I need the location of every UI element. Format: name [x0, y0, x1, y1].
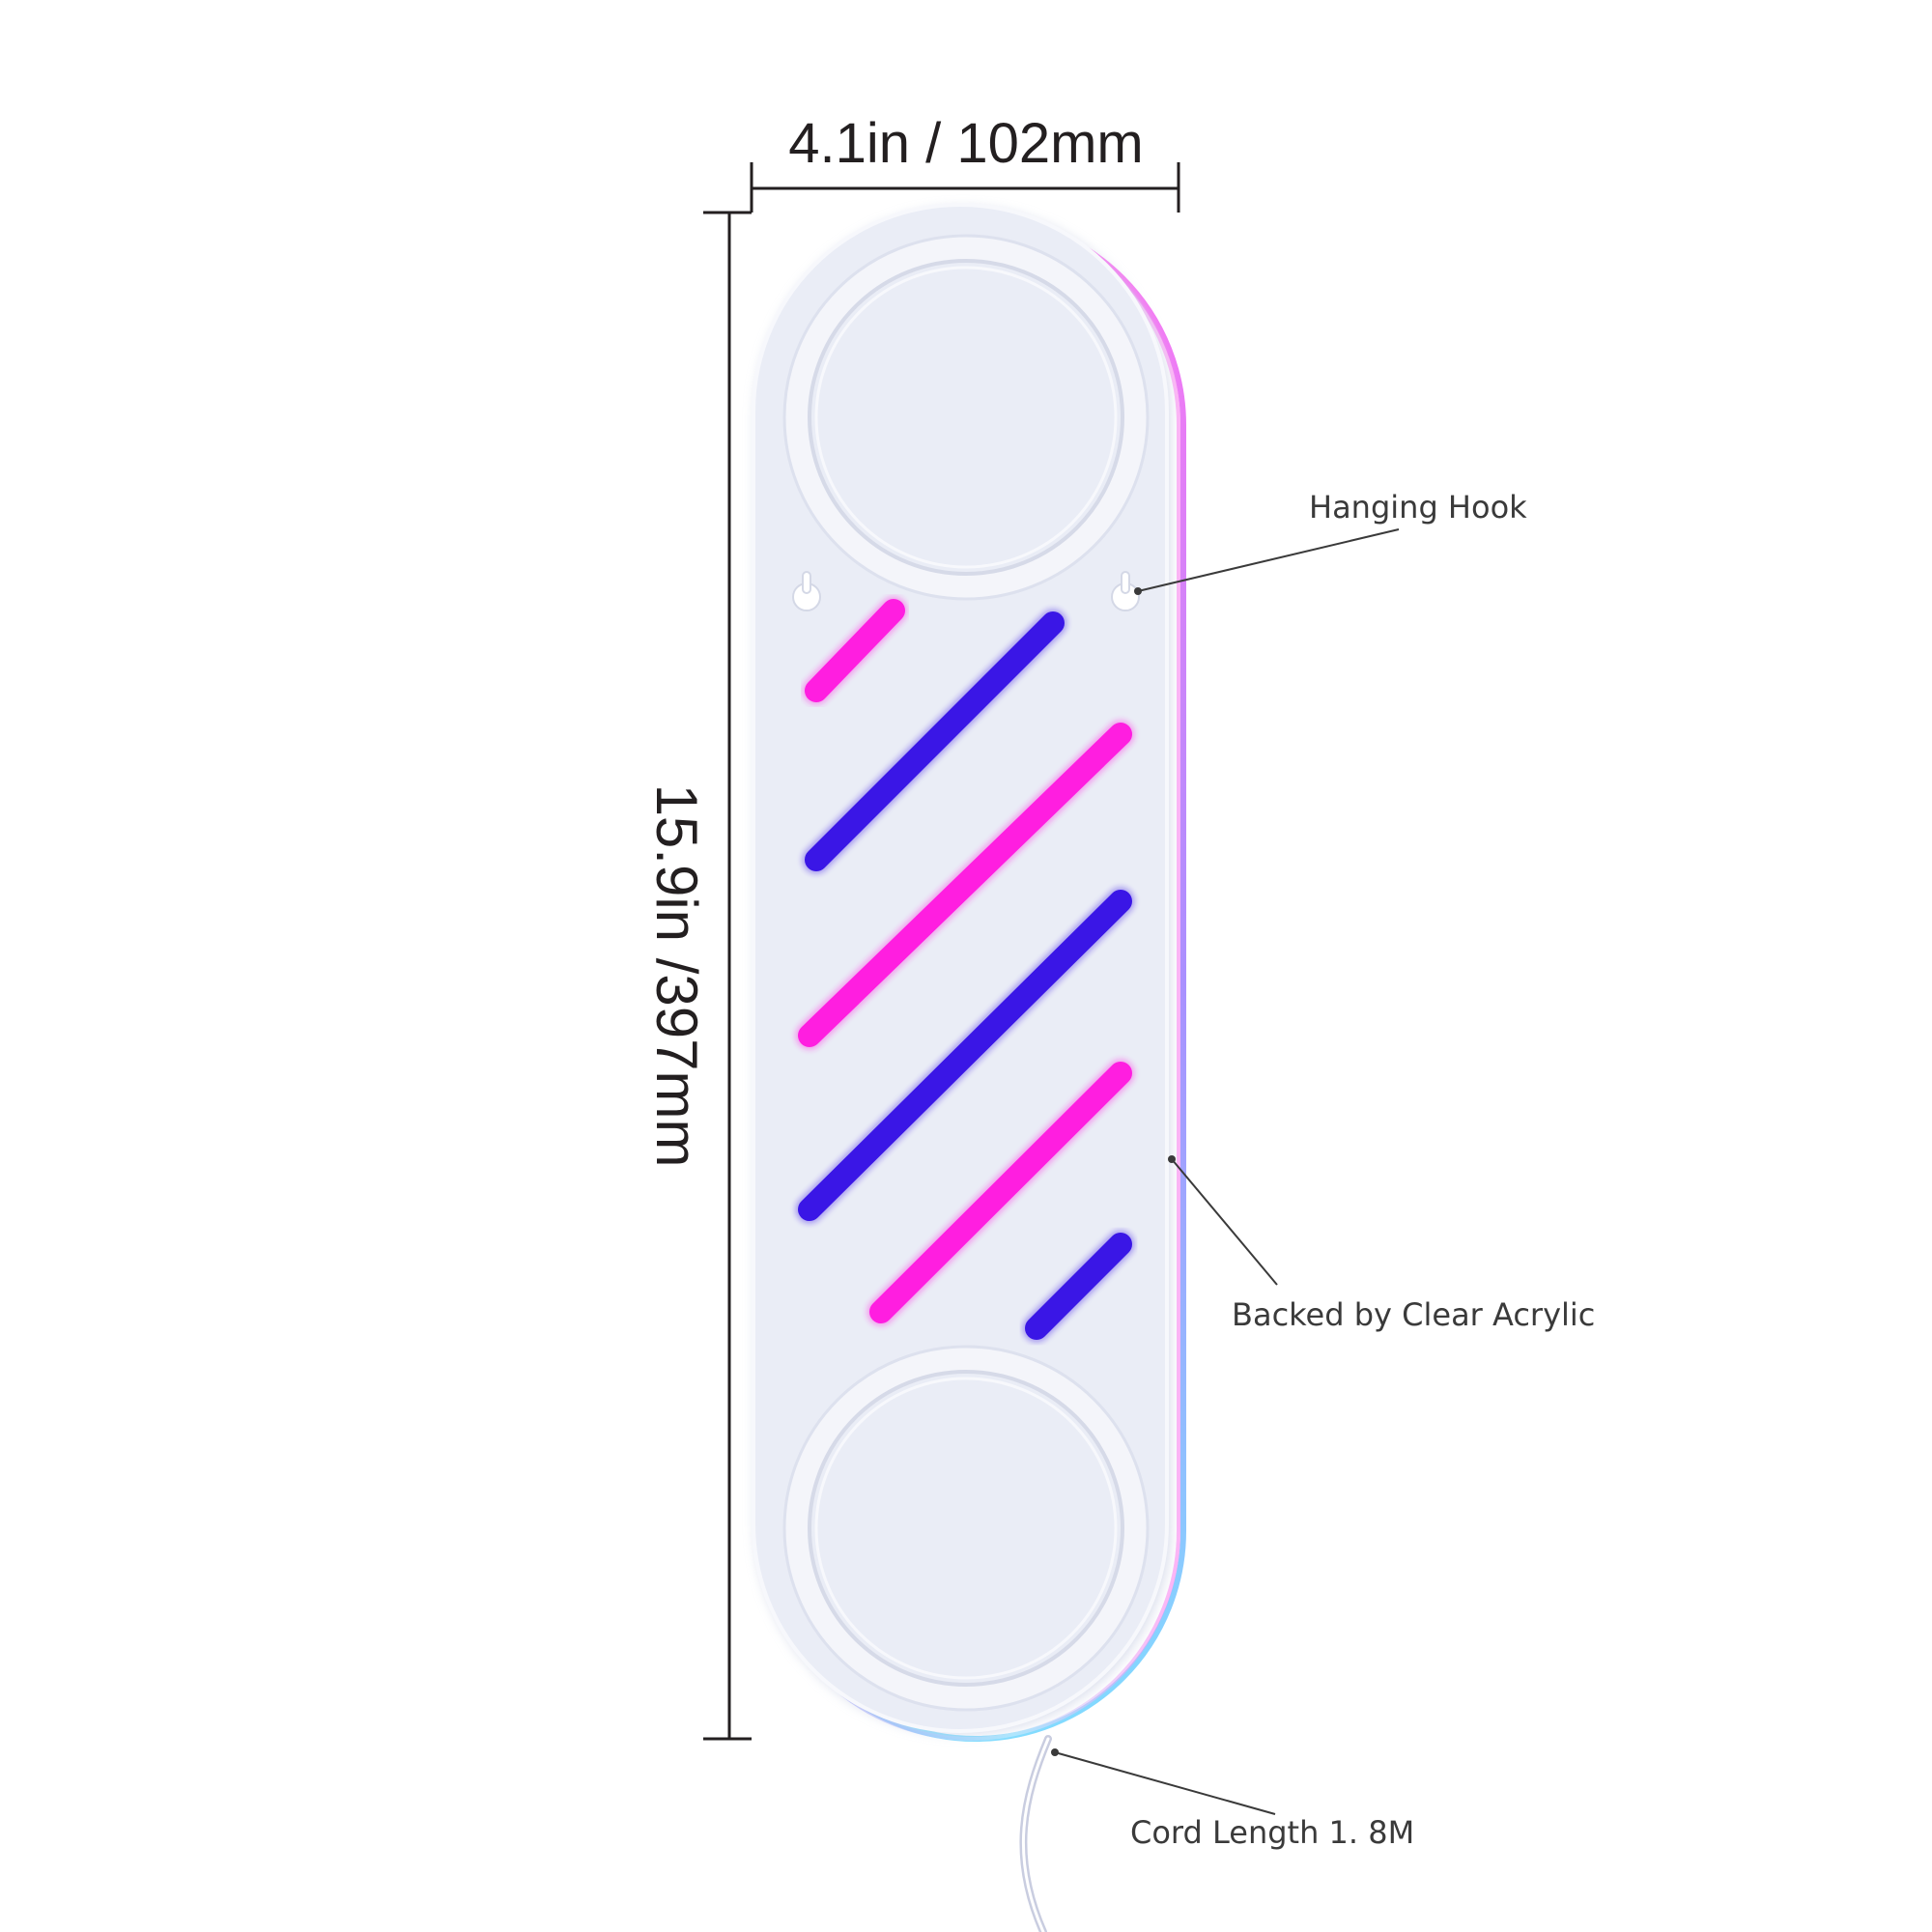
callout-line-cord [1054, 1751, 1276, 1815]
neon-stripe-6 [1025, 1233, 1132, 1340]
callout-line-hook [1137, 528, 1400, 592]
height-label: 15.9in /397mm [644, 784, 709, 1168]
neon-stripe-2 [805, 611, 1065, 871]
callout-backing: Backed by Clear Acrylic [1232, 1296, 1595, 1333]
hanging-hook-right-icon [1111, 571, 1140, 611]
sign-panel [752, 203, 1169, 1733]
neon-stripe-4 [798, 890, 1132, 1221]
callout-line-backing [1171, 1158, 1278, 1286]
callout-dot-hook [1134, 587, 1142, 595]
callout-dot-backing [1168, 1155, 1176, 1163]
hanging-hook-left-icon [792, 571, 821, 611]
top-ring [782, 234, 1150, 601]
bottom-ring [782, 1345, 1150, 1712]
neon-stripes [795, 596, 1135, 1343]
callout-dot-cord [1051, 1748, 1059, 1756]
power-cord-highlight [1021, 1737, 1050, 1932]
callout-cord: Cord Length 1. 8M [1130, 1814, 1414, 1851]
neon-stripe-1 [805, 599, 905, 702]
width-label: 4.1in / 102mm [788, 112, 1144, 175]
width-dimension [750, 162, 1180, 213]
height-dimension [703, 211, 752, 1741]
neon-stripe-5 [869, 1062, 1132, 1323]
callout-hanging-hook: Hanging Hook [1309, 489, 1527, 526]
neon-stripe-3 [798, 723, 1132, 1047]
